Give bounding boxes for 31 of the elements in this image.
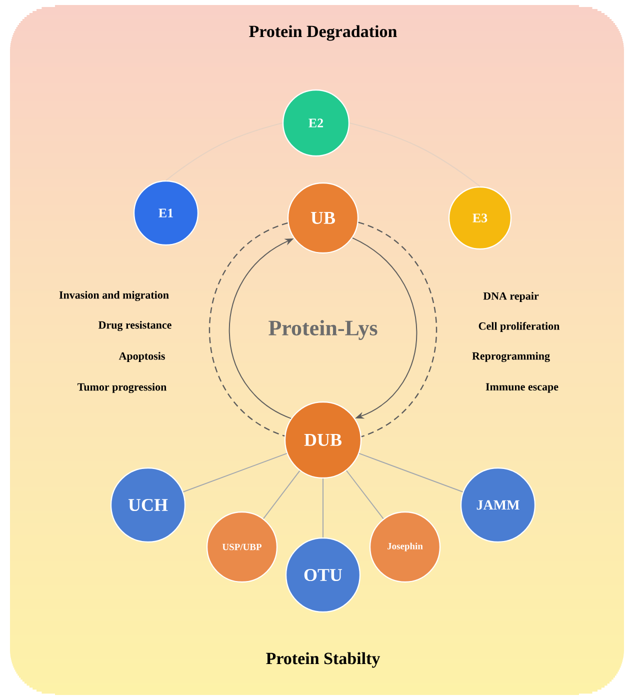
process-label: Reprogramming (472, 352, 550, 362)
curved-arrow (352, 237, 418, 419)
circle-node: OTU (285, 537, 361, 613)
circle-node: E1 (133, 180, 199, 246)
connector-line (358, 452, 464, 492)
circle-node: UB (287, 182, 359, 254)
dashed-arc (209, 222, 288, 436)
circle-node: Josephin (369, 511, 441, 583)
connector-line (262, 470, 300, 520)
process-label: Apoptosis (118, 352, 165, 362)
circle-node: UCH (110, 467, 186, 543)
dashed-arc (358, 222, 437, 438)
connector-line (322, 478, 324, 538)
circle-node: USP/UBP (206, 511, 278, 583)
connector-line (349, 122, 480, 187)
caption: Protein Stabilty (266, 652, 380, 668)
connector-line (182, 452, 288, 492)
circle-node: E3 (448, 186, 512, 250)
circle-node: E2 (282, 89, 350, 157)
connector-line (166, 122, 283, 181)
process-label: Tumor progression (78, 382, 166, 394)
process-label: Immune escape (486, 383, 558, 393)
process-label: Drug resistance (98, 320, 172, 332)
circle-node: JAMM (460, 467, 536, 543)
process-label: Cell proliferation (478, 322, 560, 332)
title: Protein Degradation (249, 25, 397, 41)
process-label: Invasion and migration (59, 290, 169, 302)
center-label: Protein-Lys (268, 320, 378, 340)
circle-node: DUB (284, 401, 362, 479)
process-label: DNA repair (483, 292, 539, 302)
connector-line (346, 470, 384, 520)
